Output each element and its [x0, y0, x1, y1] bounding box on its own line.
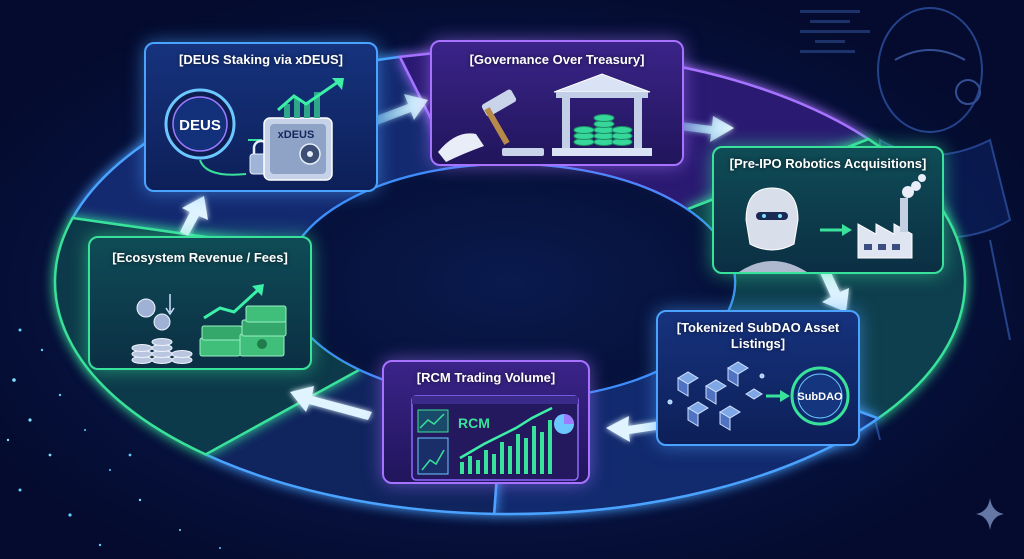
cubes-icon: [667, 361, 765, 431]
robot-head-icon: [739, 187, 807, 272]
growth-arrow-icon: [203, 284, 264, 320]
cycle-arrow-icon: [606, 416, 669, 442]
cycle-arrow-icon: [818, 262, 849, 312]
stage-title: [DEUS Staking via xDEUS]: [179, 52, 343, 67]
cycle-arrow-icon: [290, 386, 372, 420]
stage-title: [Tokenized SubDAO Asset Listings]: [676, 320, 840, 351]
node-label: SubDAO: [797, 391, 843, 403]
treasury-bank-icon: [552, 73, 652, 156]
stage-card-ecosystem-revenue: [Ecosystem Revenue / Fees]: [88, 236, 312, 370]
stage-card-governance: [Governance Over Treasury]: [430, 40, 684, 166]
stage-card-pre-ipo: [Pre-IPO Robotics Acquisitions]: [712, 146, 944, 274]
deus-coin-icon: DEUS: [164, 88, 236, 160]
code-lines: [800, 10, 870, 53]
stage-title: [Ecosystem Revenue / Fees]: [112, 250, 288, 265]
gavel-icon: [438, 89, 544, 162]
vault-icon: xDEUS: [263, 117, 333, 181]
stage-title: [Pre-IPO Robotics Acquisitions]: [729, 156, 927, 171]
cash-stack-icon: [199, 305, 287, 357]
vault-label: xDEUS: [278, 129, 315, 141]
stage-title: [Governance Over Treasury]: [469, 52, 645, 67]
coin-label: DEUS: [179, 117, 221, 134]
particle-field: [6, 328, 221, 549]
cycle-arrow-icon: [180, 196, 208, 236]
stage-title: [RCM Trading Volume]: [416, 370, 556, 385]
stage-card-deus-staking: [DEUS Staking via xDEUS] DEUS xDEUS: [144, 42, 378, 192]
trading-chart-icon: RCM: [411, 395, 579, 481]
chart-label: RCM: [458, 415, 490, 431]
sparkle-icon: [976, 498, 1004, 530]
subdao-node-icon: SubDAO: [790, 366, 850, 426]
stage-card-subdao: [Tokenized SubDAO Asset Listings] SubDAO: [656, 310, 860, 446]
growth-arrow-icon: [277, 78, 344, 118]
coin-stack-icon: [131, 294, 193, 364]
stage-card-rcm-trading: [RCM Trading Volume] RCM: [382, 360, 590, 484]
factory-icon: [857, 174, 926, 259]
